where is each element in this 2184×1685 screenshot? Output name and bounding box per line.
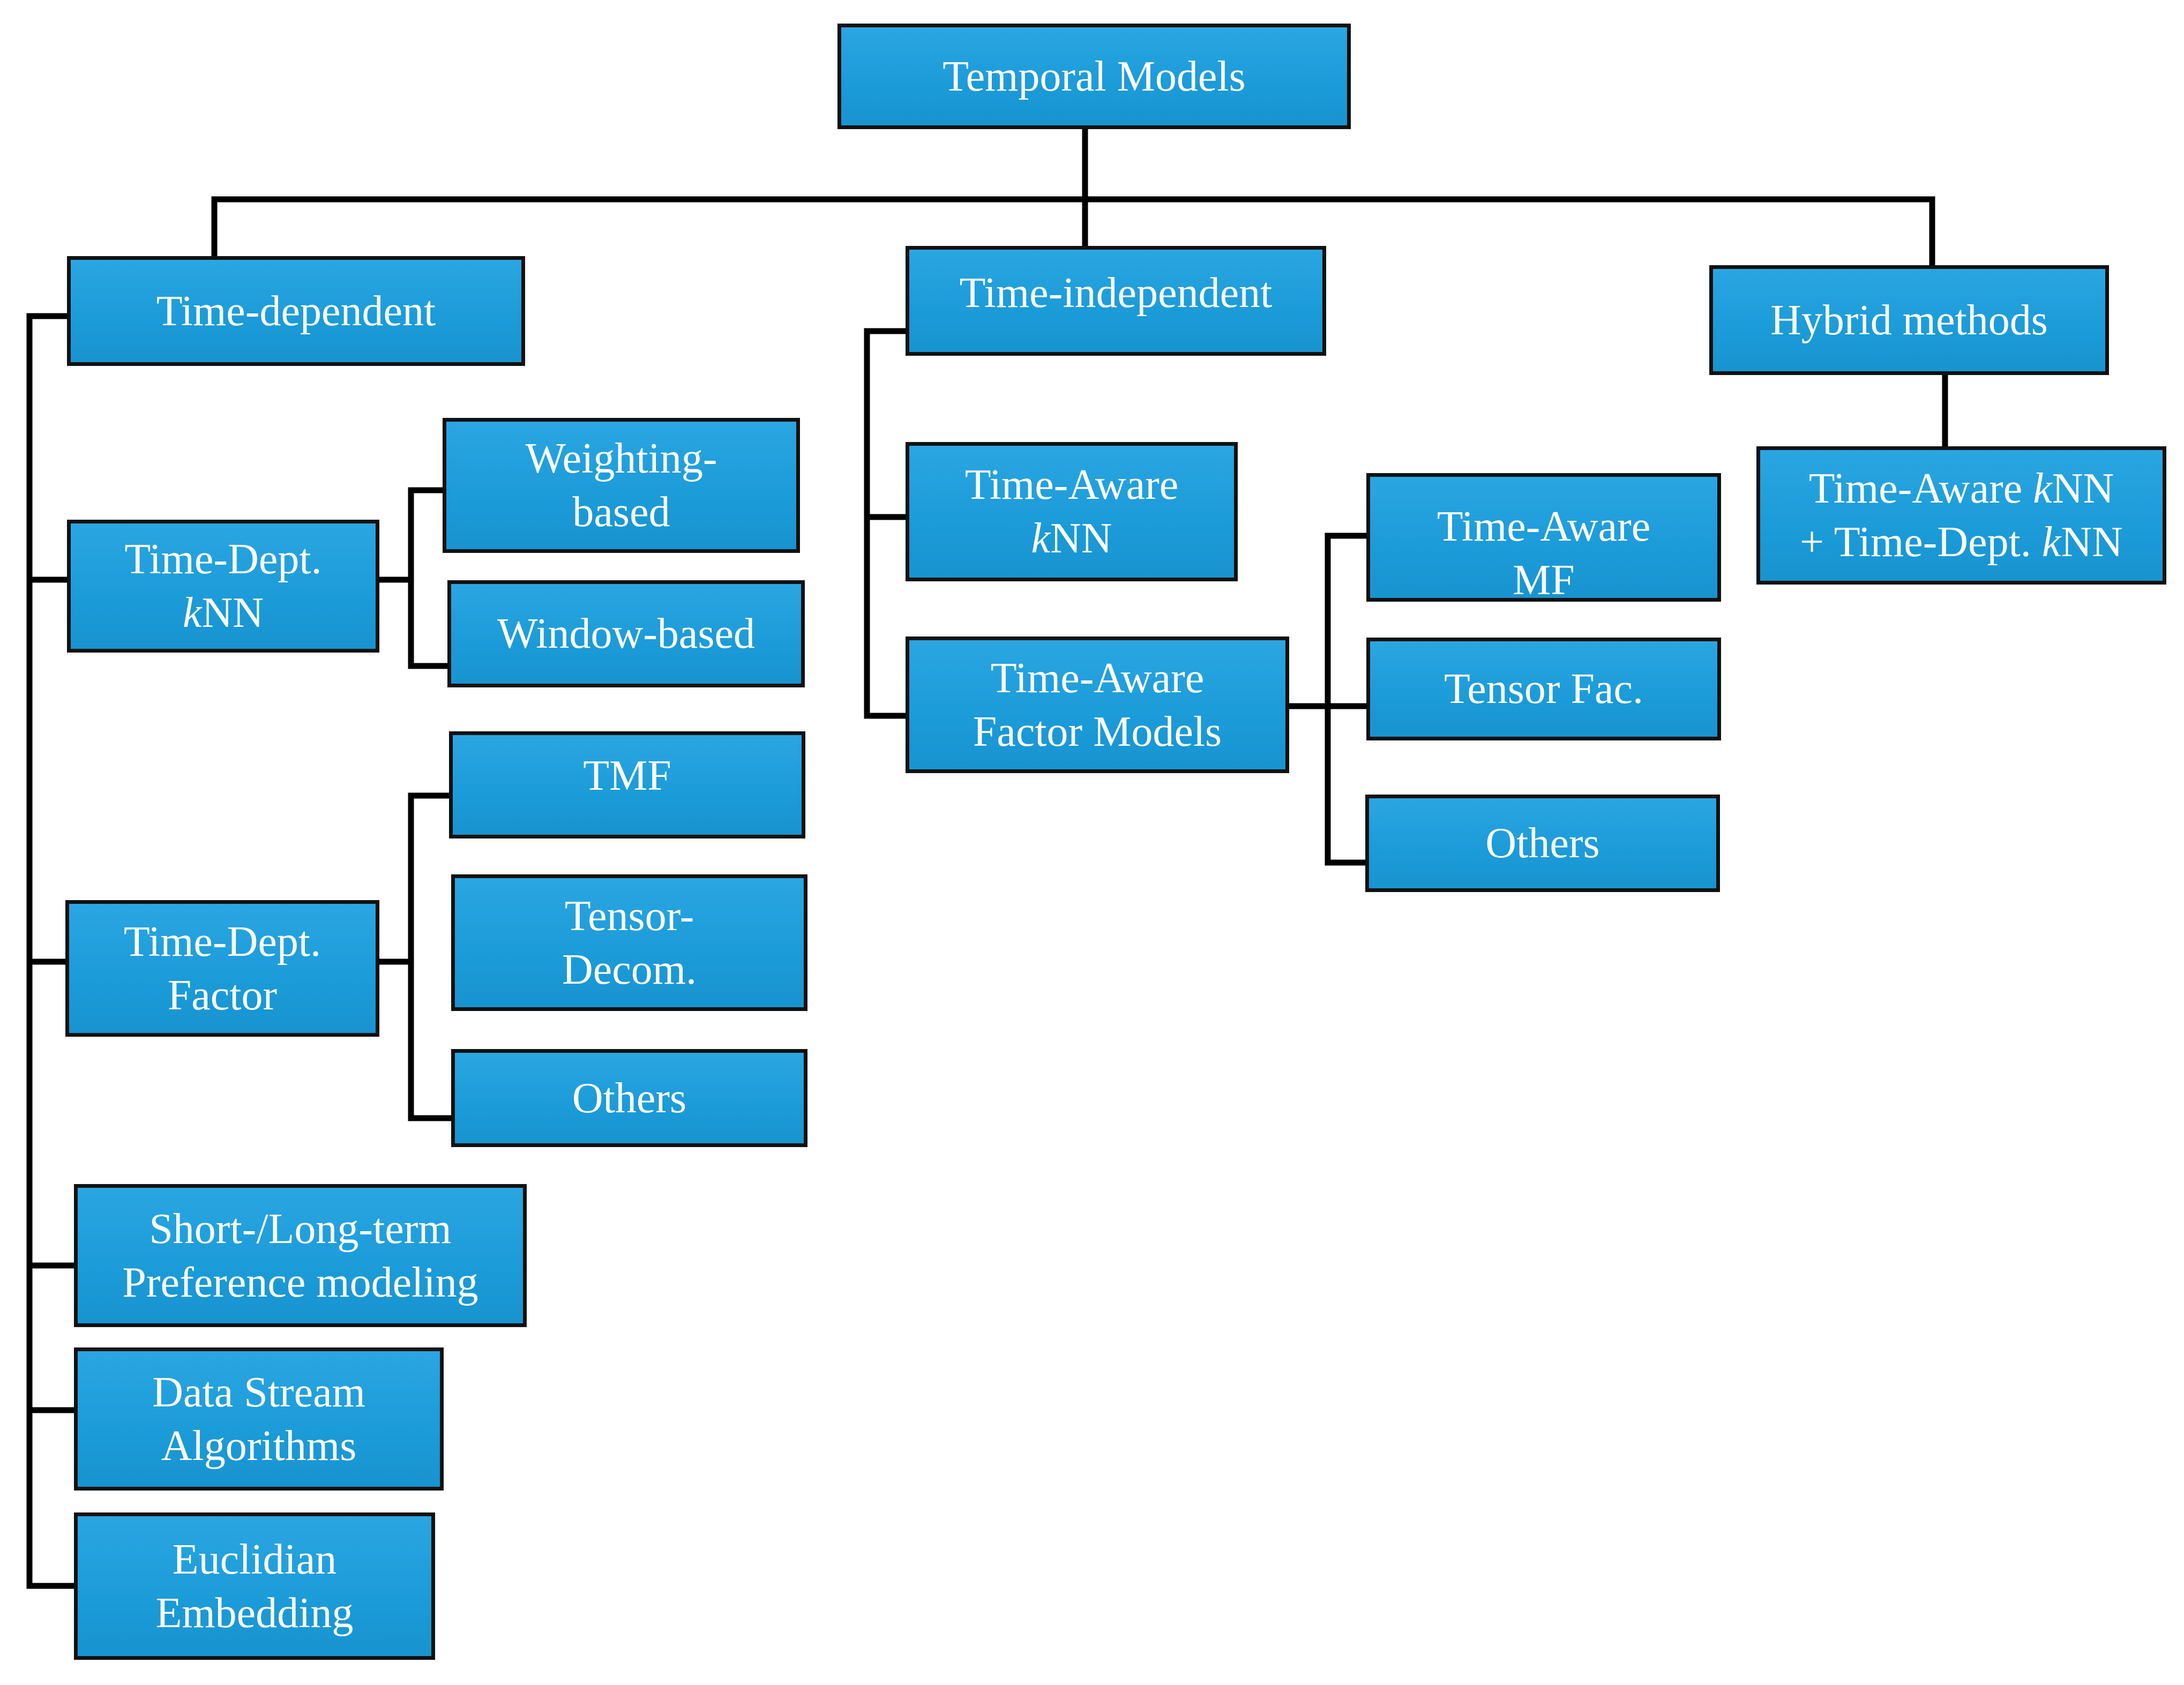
time-aware-factor-node: Time-Aware Factor Models bbox=[906, 636, 1289, 773]
dependent-others-label: Others bbox=[572, 1074, 687, 1122]
short-long-term-label: Short-/Long-term Preference modeling bbox=[122, 1205, 478, 1306]
independent-others-label: Others bbox=[1485, 820, 1600, 867]
tmf-node: TMF bbox=[449, 731, 805, 838]
knn-k-italic: k bbox=[182, 589, 202, 636]
time-aware-mf-node: Time-Aware MF bbox=[1366, 473, 1721, 602]
root-label: Temporal Models bbox=[943, 53, 1246, 100]
hybrid-methods-label: Hybrid methods bbox=[1770, 296, 2048, 344]
hybrid-line1-k: k bbox=[2033, 465, 2052, 512]
time-aware-factor-label: Time-Aware Factor Models bbox=[973, 654, 1222, 755]
data-stream-node: Data Stream Algorithms bbox=[74, 1347, 444, 1491]
tensor-decom-node: Tensor- Decom. bbox=[451, 874, 807, 1011]
window-based-label: Window-based bbox=[497, 610, 756, 657]
weighting-based-label: Weighting- based bbox=[525, 435, 717, 536]
time-dept-factor-label: Time-Dept. Factor bbox=[123, 918, 321, 1019]
tensor-decom-label: Tensor- Decom. bbox=[562, 892, 697, 993]
hybrid-line1-nn: NN bbox=[2052, 465, 2114, 512]
euclidian-embedding-node: Euclidian Embedding bbox=[74, 1512, 435, 1660]
time-dependent-label: Time-dependent bbox=[156, 287, 436, 335]
knn-k-italic: k bbox=[1031, 515, 1050, 562]
time-dept-knn-node: Time-Dept.kNN bbox=[67, 520, 379, 653]
time-dependent-node: Time-dependent bbox=[67, 256, 525, 366]
tensor-fac-node: Tensor Fac. bbox=[1366, 638, 1721, 740]
window-based-node: Window-based bbox=[447, 580, 805, 687]
time-dept-factor-node: Time-Dept. Factor bbox=[65, 900, 379, 1037]
dependent-others-node: Others bbox=[451, 1049, 807, 1147]
hybrid-line1-prefix: Time-Aware bbox=[1808, 465, 2033, 512]
data-stream-label: Data Stream Algorithms bbox=[152, 1368, 365, 1470]
hybrid-line2-prefix: + Time-Dept. bbox=[1800, 519, 2042, 566]
short-long-term-node: Short-/Long-term Preference modeling bbox=[74, 1184, 527, 1327]
root-node: Temporal Models bbox=[837, 24, 1351, 129]
hybrid-knn-node: Time-Aware kNN+ Time-Dept. kNN bbox=[1756, 446, 2166, 585]
hybrid-line2-k: k bbox=[2041, 519, 2061, 566]
euclidian-embedding-label: Euclidian Embedding bbox=[155, 1536, 354, 1637]
time-independent-node: Time-independent bbox=[906, 246, 1326, 356]
tensor-fac-label: Tensor Fac. bbox=[1443, 665, 1644, 713]
weighting-based-node: Weighting- based bbox=[443, 418, 800, 553]
hybrid-knn-label: Time-Aware kNN+ Time-Dept. kNN bbox=[1800, 462, 2123, 569]
hybrid-line2-nn: NN bbox=[2061, 519, 2123, 566]
time-aware-mf-label: Time-Aware MF bbox=[1437, 503, 1651, 602]
time-dept-knn-label: Time-Dept.kNN bbox=[124, 536, 322, 636]
time-dept-knn-line1: Time-Dept. bbox=[124, 536, 322, 583]
hybrid-methods-node: Hybrid methods bbox=[1709, 265, 2109, 375]
independent-others-node: Others bbox=[1365, 795, 1720, 892]
tmf-label: TMF bbox=[583, 752, 671, 799]
time-independent-label: Time-independent bbox=[959, 269, 1273, 317]
time-aware-knn-line1: Time-Aware bbox=[964, 461, 1179, 508]
